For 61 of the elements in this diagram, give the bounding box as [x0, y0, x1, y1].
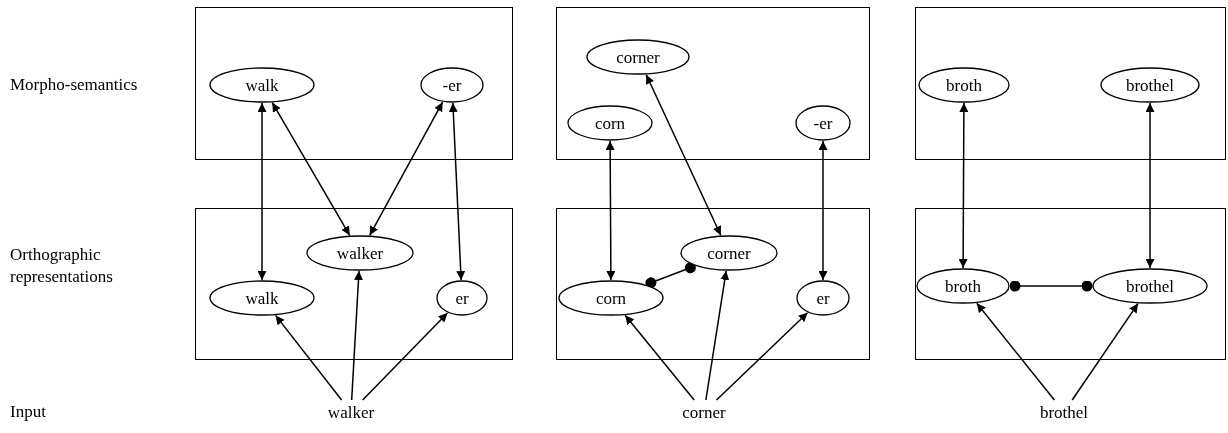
row-label: Orthographic representations [10, 244, 114, 289]
word-text: walker [336, 244, 384, 262]
arrow [1145, 102, 1155, 269]
panel-box [915, 7, 1226, 160]
panel-box [195, 208, 513, 360]
word-text: corner [616, 48, 660, 66]
word-text: corn [594, 114, 626, 132]
row-label: Input [10, 401, 47, 423]
word-ellipse [306, 235, 414, 271]
arrow [448, 102, 466, 281]
panel-box [556, 7, 870, 160]
arrow [605, 140, 616, 281]
word-ellipse [1092, 268, 1208, 304]
word-ellipse [209, 280, 315, 316]
word-text: -er [813, 114, 833, 132]
arrow [976, 302, 1056, 401]
arrow [257, 102, 267, 281]
arrow [368, 101, 444, 237]
word-ellipse [586, 39, 690, 75]
word-ellipse [916, 268, 1010, 304]
input-word: corner [670, 400, 738, 424]
arrow [705, 270, 730, 401]
panel-box [556, 208, 870, 360]
arrow [715, 312, 809, 401]
word-ellipse [680, 235, 778, 271]
word-text: er [455, 289, 469, 307]
dot-connector [645, 262, 696, 289]
word-text: er [816, 289, 830, 307]
panel-box [195, 7, 513, 160]
word-text: corner [707, 244, 751, 262]
word-text: corn [595, 289, 627, 307]
word-text: walk [245, 289, 279, 307]
word-ellipse [796, 280, 850, 316]
word-ellipse [567, 105, 653, 141]
word-ellipse [795, 105, 851, 141]
word-ellipse [436, 280, 488, 316]
word-text: brothel [1125, 277, 1175, 295]
word-text: broth [946, 76, 982, 94]
word-text: brothel [1125, 76, 1175, 94]
word-ellipse [420, 67, 484, 103]
dot-connector [1009, 280, 1093, 292]
arrow [818, 140, 828, 281]
arrow [271, 101, 351, 237]
arrow [1071, 302, 1139, 401]
arrow [350, 270, 363, 401]
input-word: walker [318, 400, 384, 424]
arrow [645, 74, 722, 236]
arrow [624, 314, 695, 401]
word-ellipse [918, 67, 1010, 103]
word-ellipse [558, 280, 664, 316]
word-ellipse [1100, 67, 1200, 103]
arrow [274, 314, 343, 401]
word-ellipse [209, 67, 315, 103]
word-text: broth [945, 277, 981, 295]
row-label: Morpho-semantics [10, 74, 139, 96]
panel-box [915, 208, 1226, 360]
word-text: walk [245, 76, 279, 94]
arrow [361, 312, 449, 401]
arrow [958, 102, 969, 269]
input-word: brothel [1028, 400, 1100, 424]
word-text: -er [442, 76, 462, 94]
